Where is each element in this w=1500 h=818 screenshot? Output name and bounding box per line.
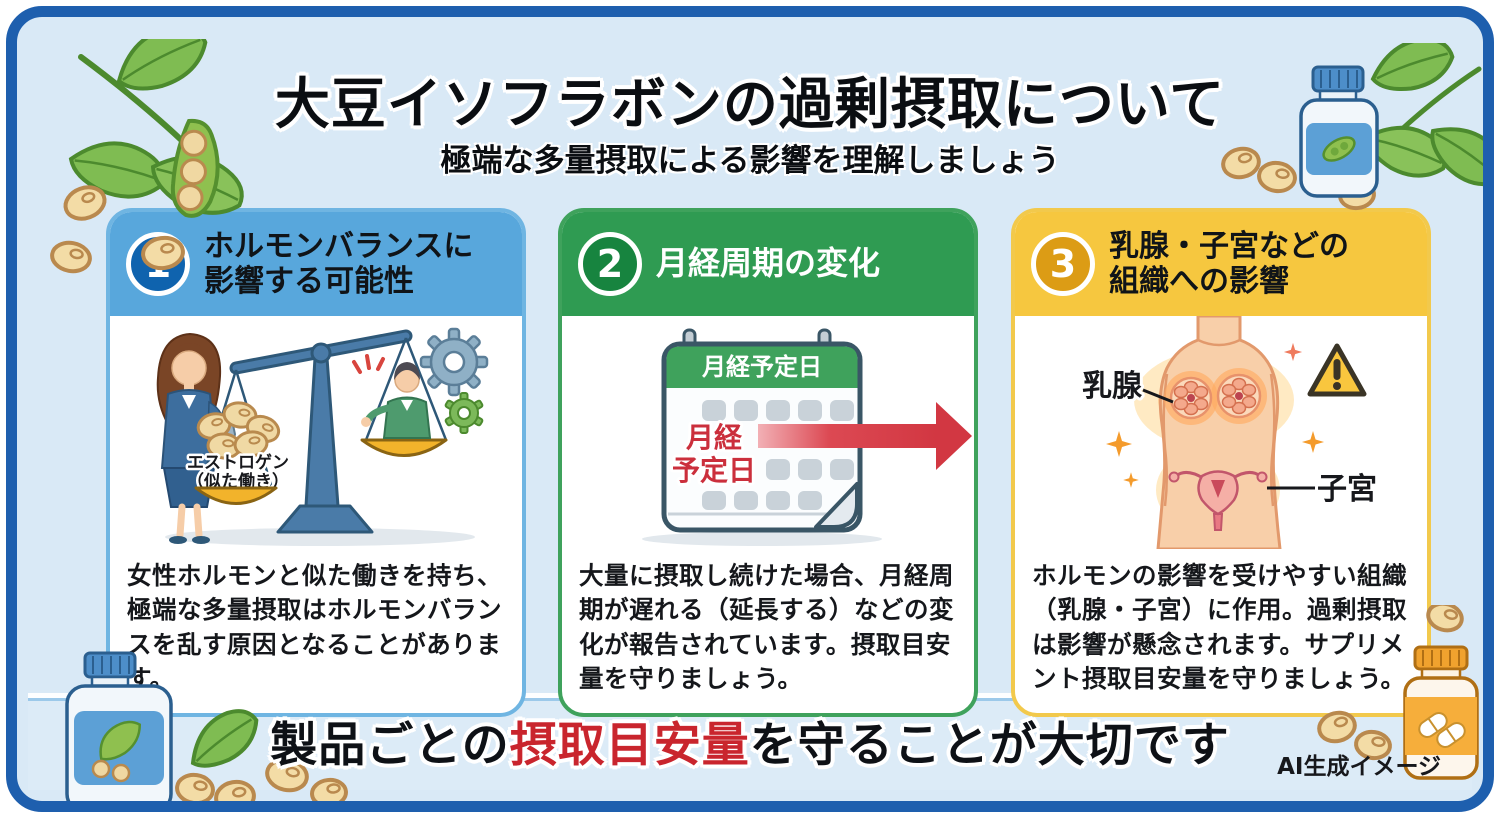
small-gear-icon	[444, 392, 484, 434]
gear-icon	[419, 327, 489, 397]
leaf-icon	[190, 709, 259, 768]
leaf-icon	[1364, 43, 1483, 187]
footer-message: 製品ごとの摂取目安量を守ることが大切です	[270, 718, 1230, 773]
sparkle-icon	[1106, 342, 1325, 488]
card3-title: 乳腺・子宮などの 組織への影響	[1109, 228, 1349, 299]
calendar-illustration: 月経予定日 月経 予定日	[562, 316, 974, 549]
small-woman-figure	[352, 354, 432, 439]
period-label-line2: 予定日	[672, 454, 756, 487]
card-menstrual-cycle: 2 月経周期の変化	[558, 208, 978, 717]
card2-body-text: 大量に摂取し続けた場合、月経周期が遅れる（延長する）などの変化が報告されています…	[579, 561, 954, 693]
card3-header: 3 乳腺・子宮などの 組織への影響	[1015, 212, 1427, 316]
bottle-beans-decoration-bottom-right	[1315, 605, 1483, 793]
uterus-label: 子宮	[1317, 472, 1377, 507]
calendar-header-label: 月経予定日	[701, 353, 822, 381]
balance-scale-icon	[198, 329, 448, 534]
alert-marks-icon	[352, 354, 385, 374]
period-label-line1: 月経	[685, 421, 743, 454]
card3-body-text: ホルモンの影響を受けやすい組織（乳腺・子宮）に作用。過剰摂取は影響が懸念されます…	[1032, 561, 1407, 693]
woman-figure	[156, 332, 236, 544]
infographic-board: 大豆イソフラボンの過剰摂取について 極端な多量摂取による影響を理解しましょう 1…	[6, 6, 1494, 812]
body-tissue-illustration: 乳腺 子宮	[1015, 316, 1427, 549]
estrogen-label: エストロゲン	[187, 452, 289, 473]
bottle-beans-decoration-bottom-left	[43, 645, 365, 801]
page-subtitle: 極端な多量摂取による影響を理解しましょう	[440, 143, 1060, 179]
warning-icon	[1307, 343, 1367, 397]
delay-arrow-icon	[758, 424, 936, 448]
card2-header: 2 月経周期の変化	[562, 212, 974, 316]
card1-title: ホルモンバランスに 影響する可能性	[204, 228, 474, 299]
footer-highlight: 摂取目安量	[509, 718, 750, 773]
supplement-bottle-icon	[65, 651, 173, 801]
soy-pod-icon	[170, 118, 220, 218]
balance-scale-illustration: エストロゲン （似た働き）	[110, 316, 522, 549]
card2-title: 月経周期の変化	[656, 244, 881, 283]
mammary-gland-icon	[1164, 368, 1267, 425]
card2-number-badge: 2	[578, 232, 642, 296]
soybean-icon	[175, 757, 348, 801]
soybeans-icon	[196, 401, 281, 460]
card3-number-badge: 3	[1031, 232, 1095, 296]
page-title: 大豆イソフラボンの過剰摂取について	[274, 72, 1226, 136]
card-tissue-effects: 3 乳腺・子宮などの 組織への影響	[1011, 208, 1431, 717]
soybean-icon	[50, 185, 185, 274]
card-hormone-balance: 1 ホルモンバランスに 影響する可能性	[106, 208, 526, 717]
capsule-bottle-icon	[1403, 645, 1479, 780]
soy-leaves-decoration-top-left	[41, 39, 291, 283]
soybean-icon	[1317, 605, 1464, 761]
uterus-icon	[1168, 470, 1268, 531]
breast-label: 乳腺	[1082, 369, 1143, 404]
supplement-bottle-icon	[1299, 65, 1379, 198]
card1-body-text: 女性ホルモンと似た働きを持ち、極端な多量摂取はホルモンバランスを乱す原因となるこ…	[127, 561, 502, 693]
ai-credit-label: AI生成イメージ	[1277, 754, 1441, 780]
bottle-leaves-decoration-top-right	[1217, 43, 1483, 219]
